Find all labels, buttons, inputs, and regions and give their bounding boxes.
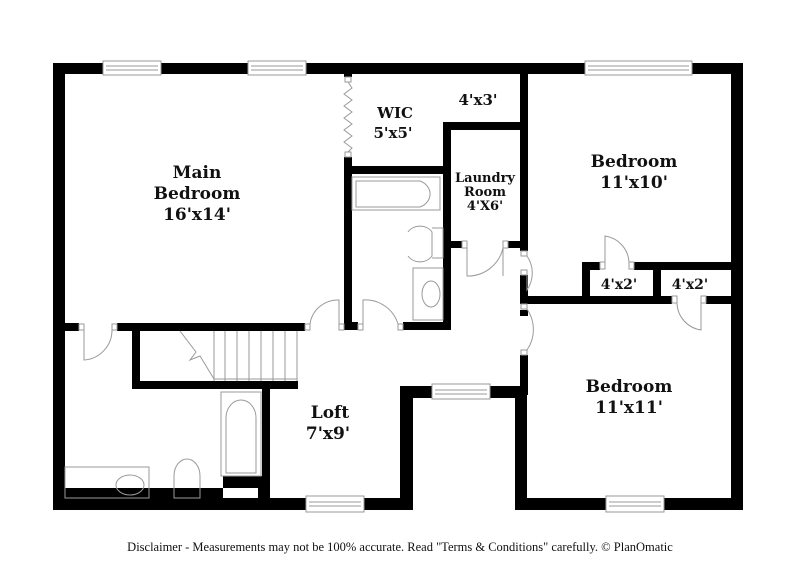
room-size-bedroom-3: 11'x11'	[595, 398, 663, 418]
room-size-wic: 5'x5'	[373, 124, 412, 142]
room-name-laundry-line1: Laundry	[455, 171, 515, 186]
room-name-bedroom-2: Bedroom	[591, 152, 678, 172]
room-name-wic: WIC	[376, 104, 413, 122]
interior-walls	[53, 63, 731, 499]
room-labels: Main Bedroom 16'x14' WIC 5'x5' 4'x3' Lau…	[154, 91, 709, 444]
room-name-laundry-line2: Room	[464, 185, 506, 200]
room-size-laundry: 4'X6'	[467, 199, 503, 214]
disclaimer-text: Disclaimer - Measurements may not be 100…	[127, 540, 673, 554]
stairs-icon	[179, 330, 298, 381]
room-size-bedroom-2: 11'x10'	[600, 173, 668, 193]
room-size-main-bedroom: 16'x14'	[163, 205, 231, 225]
room-name-main-bedroom-line2: Bedroom	[154, 184, 241, 204]
room-size-closet-b: 4'x2'	[672, 277, 708, 293]
door-jambs	[78, 76, 707, 356]
windows	[102, 60, 693, 513]
fixtures	[64, 176, 444, 499]
room-name-main-bedroom-line1: Main	[173, 163, 222, 183]
room-name-bedroom-3: Bedroom	[586, 377, 673, 397]
door-swings	[83, 81, 702, 361]
room-size-closet-hall: 4'x3'	[458, 91, 497, 109]
room-size-loft: 7'x9'	[306, 424, 350, 444]
room-size-closet-a: 4'x2'	[601, 277, 637, 293]
room-name-loft: Loft	[311, 403, 350, 423]
